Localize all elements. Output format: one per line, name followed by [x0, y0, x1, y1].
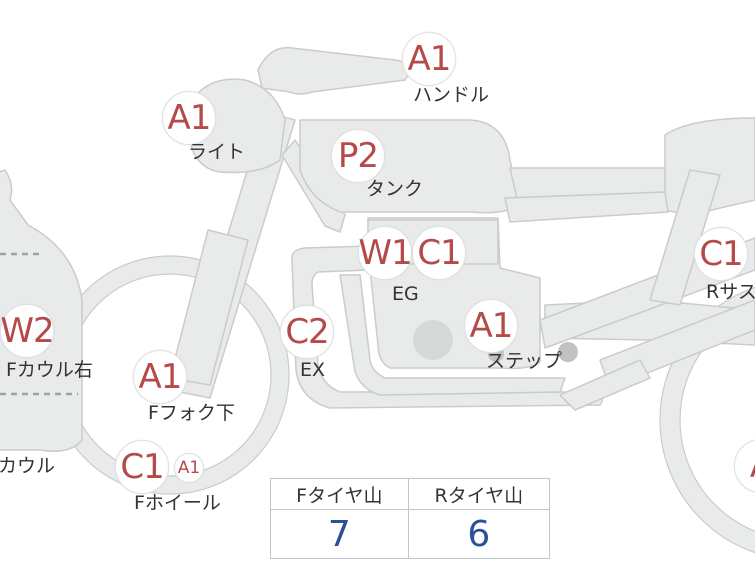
label-fcowl-right: Fカウル右 — [6, 359, 93, 381]
label-rsus: Rサス — [706, 281, 755, 303]
rear-lower-pipe — [559, 359, 651, 411]
rear-suspension — [649, 169, 721, 306]
tag-step[interactable]: A1 — [464, 299, 518, 353]
rear-wheel-outline-inner — [679, 308, 755, 532]
tag-rsus[interactable]: C1 — [694, 227, 748, 281]
step-peg-right — [558, 342, 578, 362]
tag-eg-c1[interactable]: C1 — [412, 226, 466, 280]
rear-tire-tread-value: 6 — [407, 509, 551, 559]
label-handle: ハンドル — [413, 84, 490, 106]
label-ex: EX — [300, 359, 326, 381]
tire-tread-table: Fタイヤ山 Rタイヤ山 7 6 — [270, 478, 551, 559]
label-eg: EG — [392, 283, 419, 305]
tire-tread-value-row: 7 6 — [270, 509, 551, 559]
label-light: ライト — [188, 141, 246, 163]
tag-eg-w1[interactable]: W1 — [358, 226, 413, 280]
rear-wheel — [660, 287, 755, 553]
label-fwheel: Fホイール — [134, 492, 221, 514]
tag-fwheel-a1[interactable]: A1 — [174, 453, 204, 483]
label-tank: タンク — [366, 178, 424, 200]
front-tire-tread-header: Fタイヤ山 — [270, 478, 409, 510]
exhaust-pipe — [291, 245, 604, 409]
tag-light[interactable]: A1 — [162, 91, 216, 145]
tag-ex[interactable]: C2 — [280, 305, 334, 359]
label-step: ステップ — [486, 350, 563, 372]
tag-tank[interactable]: P2 — [331, 129, 385, 183]
front-tire-tread-value: 7 — [270, 509, 409, 559]
label-ffork: Fフォク下 — [148, 402, 235, 424]
exhaust-pipe-lower — [339, 274, 566, 396]
label-cowl: カウル — [0, 455, 56, 477]
rear-frame — [504, 191, 669, 223]
handlebar — [257, 46, 411, 95]
engine-cover — [413, 320, 453, 360]
rear-tire-tread-header: Rタイヤ山 — [407, 478, 551, 510]
fork-lower — [169, 229, 249, 386]
tag-ffork[interactable]: A1 — [133, 350, 187, 404]
tire-tread-header-row: Fタイヤ山 Rタイヤ山 — [270, 478, 551, 510]
tag-fcowl-right[interactable]: W2 — [0, 304, 55, 358]
tag-handle[interactable]: A1 — [402, 32, 456, 86]
headlight — [189, 78, 286, 174]
rear-wheel-outline-outer — [659, 286, 755, 554]
tag-fwheel-c1[interactable]: C1 — [115, 440, 169, 494]
